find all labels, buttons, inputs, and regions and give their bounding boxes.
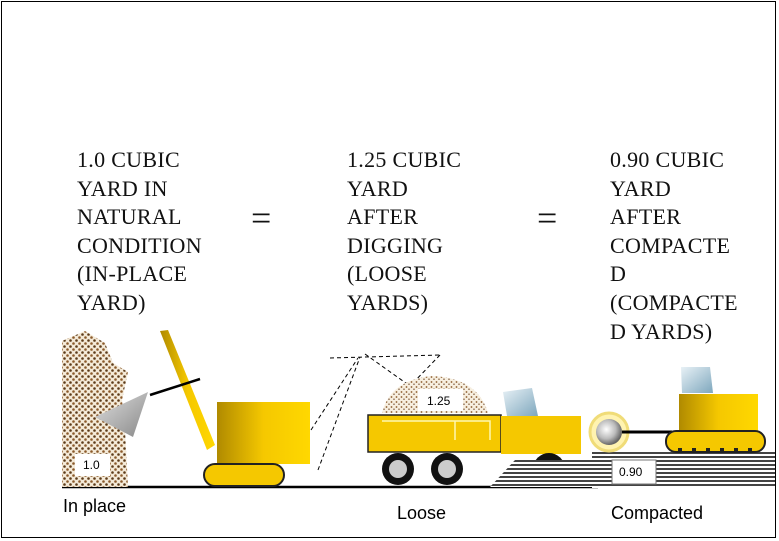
text-line: YARD): [77, 289, 146, 315]
text-line: D: [610, 261, 627, 287]
text-line: CONDITION: [77, 232, 202, 258]
stage-label-compacted: Compacted: [611, 503, 704, 523]
text-line: 1.25 CUBIC: [347, 147, 462, 172]
equals-sign: =: [537, 198, 558, 238]
in-place-soil-bank: [62, 331, 128, 487]
stage-label-loose: Loose: [397, 503, 447, 523]
text-line: DIGGING: [347, 232, 444, 258]
in-place-description: 1.0 CUBIC YARD IN NATURAL CONDITION (IN-…: [77, 146, 202, 318]
text-line: D YARDS): [610, 318, 713, 344]
text-line: YARDS): [347, 289, 429, 315]
volume-in-place: 1.0: [83, 458, 100, 472]
volume-box-compacted: [611, 459, 657, 485]
dump-truck-cab: [501, 416, 581, 454]
text-line: (LOOSE: [347, 261, 428, 287]
compactor-track: [665, 430, 766, 453]
text-line: YARD IN: [77, 175, 168, 201]
text-line: (IN-PLACE: [77, 261, 188, 287]
compactor-window: [681, 367, 713, 393]
excavator-body: [217, 402, 310, 464]
text-line: YARD: [610, 175, 672, 201]
excavator-track: [203, 463, 285, 487]
volume-box-loose: [418, 389, 463, 411]
compactor-body: [679, 394, 758, 431]
compacted-layers-ramp: [490, 460, 592, 487]
excavator-boom: [160, 330, 215, 450]
compactor-track-treads: [678, 448, 752, 452]
text-line: AFTER: [610, 204, 682, 230]
text-line: NATURAL: [77, 204, 182, 230]
text-line: 0.90 CUBIC: [610, 147, 725, 172]
volume-loose: 1.25: [427, 394, 451, 408]
text-line: YARD: [347, 175, 409, 201]
text-line: COMPACTE: [610, 232, 731, 258]
text-line: 1.0 CUBIC: [77, 147, 180, 172]
dump-truck-window: [503, 388, 538, 416]
compacted-description: 0.90 CUBIC YARD AFTER COMPACTE D (COMPAC…: [610, 146, 738, 346]
volume-box-in-place: [75, 454, 110, 476]
equals-sign: =: [251, 198, 272, 238]
text-line: AFTER: [347, 204, 419, 230]
stage-label-in-place: In place: [63, 496, 127, 516]
excavator-bucket: [95, 392, 148, 437]
compactor-roller: [596, 419, 622, 445]
excavator-stick: [149, 377, 201, 397]
volume-compacted: 0.90: [619, 465, 643, 479]
loose-description: 1.25 CUBIC YARD AFTER DIGGING (LOOSE YAR…: [347, 146, 461, 318]
text-line: (COMPACTE: [610, 289, 738, 315]
